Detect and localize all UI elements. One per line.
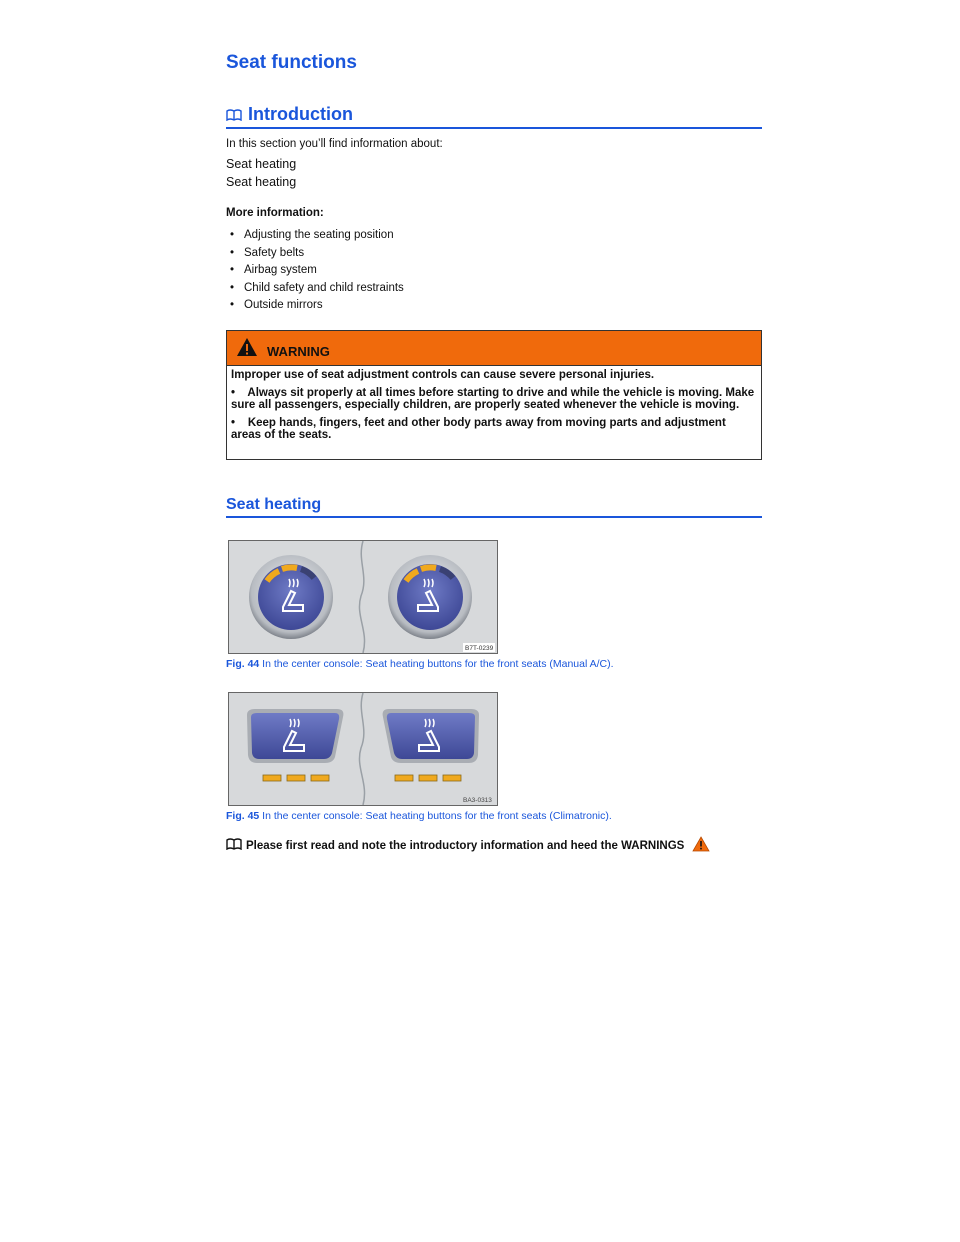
warnings-link[interactable]: Please first read and note the introduct… (246, 840, 685, 852)
warning-label: WARNING (267, 344, 330, 359)
list-item[interactable]: •Safety belts (230, 246, 305, 259)
figure-45-image: BA3-0313 (228, 692, 498, 806)
more-information-list: •Adjusting the seating position •Safety … (230, 229, 404, 317)
warning-statement: Improper use of seat adjustment controls… (231, 369, 655, 381)
link-seat-heating-1[interactable]: Seat heating (226, 157, 297, 171)
read-first-note: Please first read and note the introduct… (226, 836, 710, 855)
warning-bullet-1: • Always sit properly at all times befor… (231, 386, 755, 412)
figure-45-code: BA3-0313 (463, 797, 492, 804)
seat-heat-knob-right-icon (388, 555, 472, 639)
list-item[interactable]: •Child safety and child restraints (230, 281, 404, 294)
section-heading-seat-heating: Seat heating (226, 496, 762, 518)
warning-text: Improper use of seat adjustment controls… (227, 366, 761, 442)
list-item[interactable]: •Adjusting the seating position (230, 229, 394, 241)
warning-header: WARNING (227, 331, 761, 366)
more-information-label: More information: (226, 207, 324, 219)
warning-bullet-2: • Keep hands, fingers, feet and other bo… (231, 416, 726, 442)
page-title: Seat functions (226, 52, 357, 73)
seat-heat-knob-left-icon (249, 555, 333, 639)
book-icon (226, 105, 242, 122)
intro-lead: In this section you’ll find information … (226, 138, 443, 150)
link-seat-heating-2[interactable]: Seat heating (226, 175, 297, 189)
warning-triangle-icon (237, 338, 257, 356)
figure-44-code: B7T-0239 (465, 645, 494, 652)
figure-45-caption: Fig. 45 In the center console: Seat heat… (226, 810, 612, 822)
section-heading-introduction: Introduction (226, 104, 762, 129)
seat-heat-button-right-icon (382, 709, 479, 782)
seat-heat-button-left-icon (247, 709, 344, 782)
figure-44-caption: Fig. 44 In the center console: Seat heat… (226, 658, 614, 670)
list-item[interactable]: •Outside mirrors (230, 299, 323, 311)
warning-box: WARNING Improper use of seat adjustment … (226, 330, 762, 460)
list-item[interactable]: •Airbag system (230, 264, 317, 276)
introduction-title: Introduction (248, 104, 353, 124)
warning-triangle-icon[interactable] (691, 836, 710, 855)
figure-44-image: B7T-0239 (228, 540, 498, 654)
book-icon (226, 838, 242, 851)
